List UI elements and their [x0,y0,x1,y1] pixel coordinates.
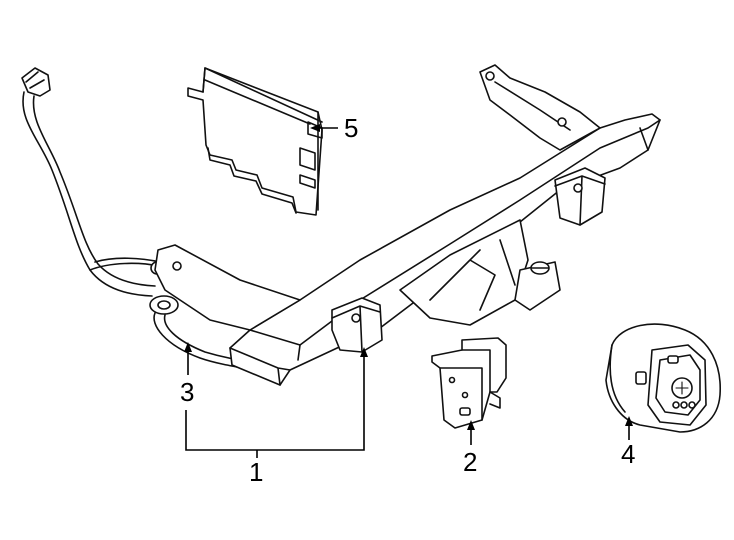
callout-5: 5 [310,113,358,143]
callout-4-label: 4 [621,439,635,469]
callout-1: 1 [185,347,368,487]
callout-3: 3 [180,342,194,407]
callout-2-label: 2 [463,447,477,477]
callout-3-label: 3 [180,377,194,407]
callout-4: 4 [621,416,635,469]
callout-5-label: 5 [344,113,358,143]
trailer-socket [605,323,721,433]
callout-2: 2 [463,420,477,477]
tow-hitch [154,64,661,386]
callout-1-label: 1 [249,457,263,487]
socket-bracket [431,337,507,429]
control-module [187,67,323,216]
